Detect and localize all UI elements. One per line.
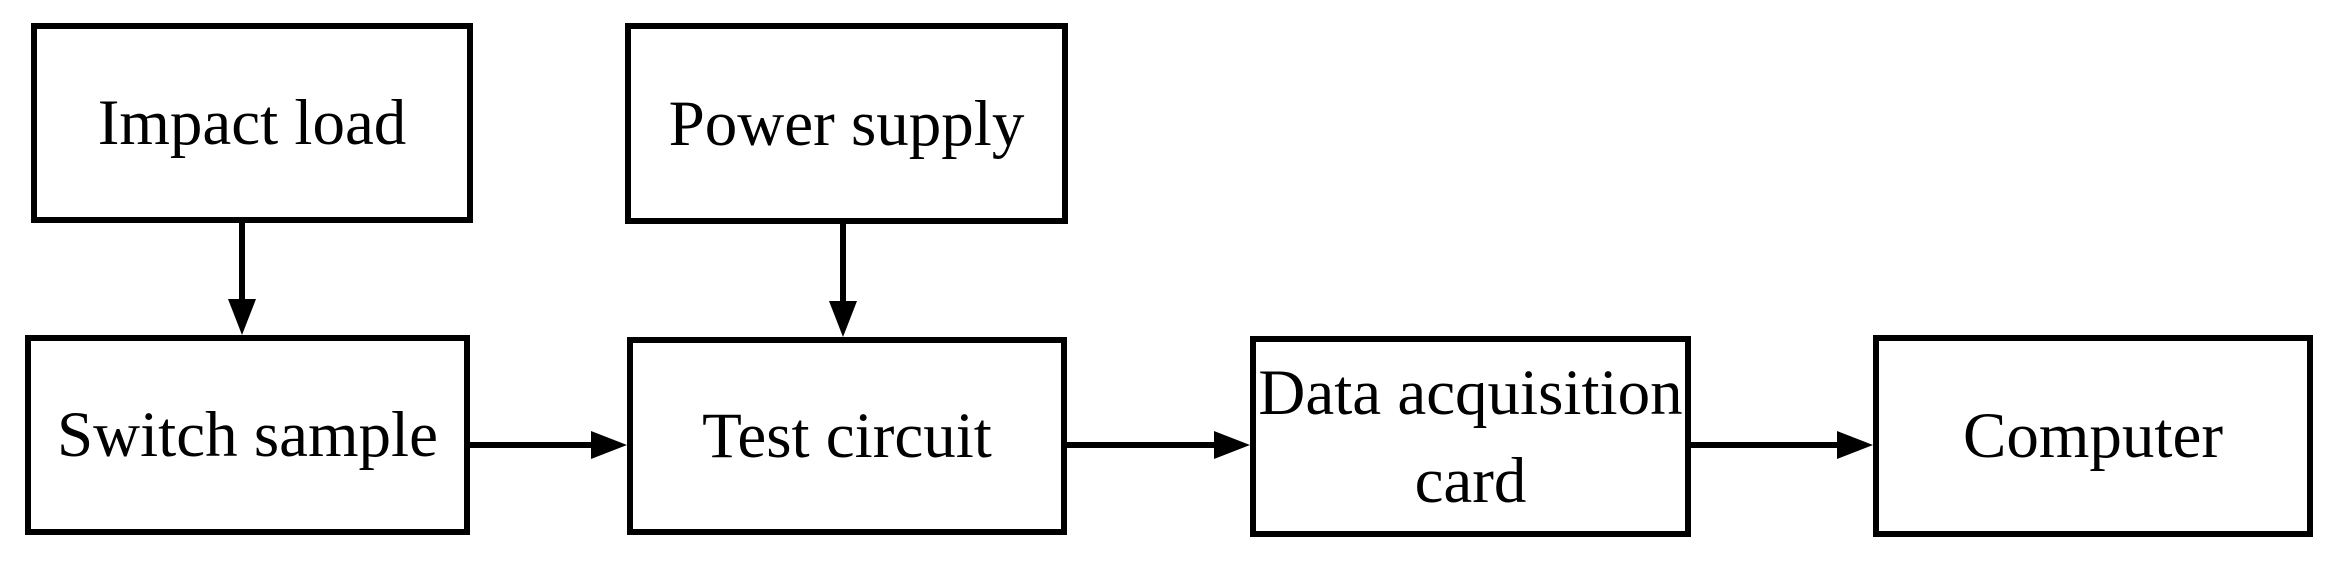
node-test-circuit-label: Test circuit: [702, 400, 992, 472]
node-impact-load: Impact load: [31, 23, 473, 223]
node-power-supply: Power supply: [625, 23, 1068, 224]
node-impact-load-label: Impact load: [97, 87, 407, 159]
edge-switch-sample-to-test-circuit: [470, 442, 593, 448]
edge-impact-load-to-switch-sample: [239, 223, 245, 300]
node-switch-sample-label: Switch sample: [57, 399, 438, 471]
node-data-acquisition-card: Data acquisition card: [1250, 336, 1691, 537]
arrowhead-down-icon: [228, 299, 256, 335]
arrowhead-down-icon: [829, 301, 857, 337]
arrowhead-right-icon: [1214, 431, 1250, 459]
node-data-acquisition-card-label: Data acquisition card: [1258, 356, 1683, 517]
node-computer: Computer: [1873, 335, 2313, 537]
node-switch-sample: Switch sample: [25, 335, 470, 535]
arrowhead-right-icon: [591, 431, 627, 459]
node-computer-label: Computer: [1963, 400, 2223, 472]
edge-data-acquisition-card-to-computer: [1691, 442, 1839, 448]
node-power-supply-label: Power supply: [668, 87, 1025, 160]
arrowhead-right-icon: [1837, 431, 1873, 459]
edge-test-circuit-to-data-acquisition-card: [1067, 442, 1216, 448]
edge-power-supply-to-test-circuit: [840, 224, 846, 302]
node-test-circuit: Test circuit: [627, 337, 1067, 535]
